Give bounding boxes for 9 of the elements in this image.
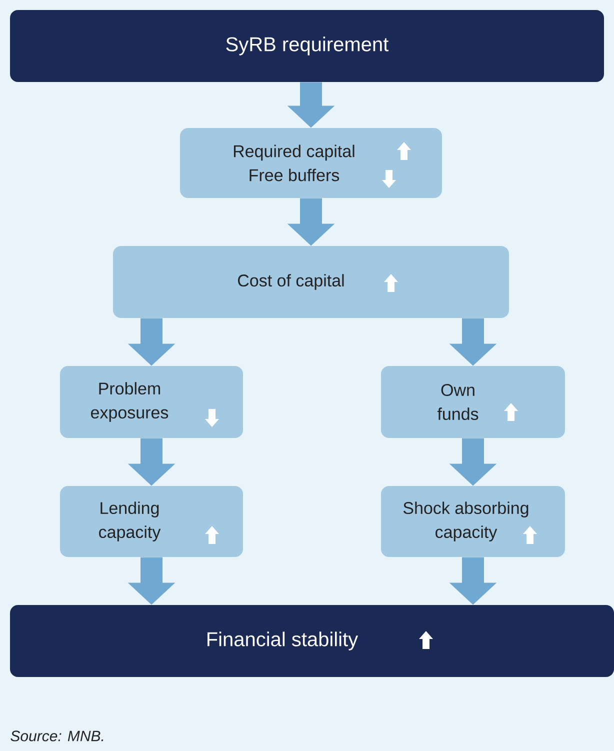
process-box: Problem exposures [60, 366, 243, 438]
title-box: Financial stability [10, 605, 614, 677]
title-box: SyRB requirement [10, 10, 604, 82]
process-box: Lending capacity [60, 486, 243, 557]
process-box: Shock absorbing capacity [381, 486, 565, 557]
process-box: Cost of capital [113, 246, 509, 318]
source-note: Source: MNB. [10, 730, 104, 742]
process-box: Own funds [381, 366, 565, 438]
process-box: Required capital Free buffers [180, 128, 442, 198]
